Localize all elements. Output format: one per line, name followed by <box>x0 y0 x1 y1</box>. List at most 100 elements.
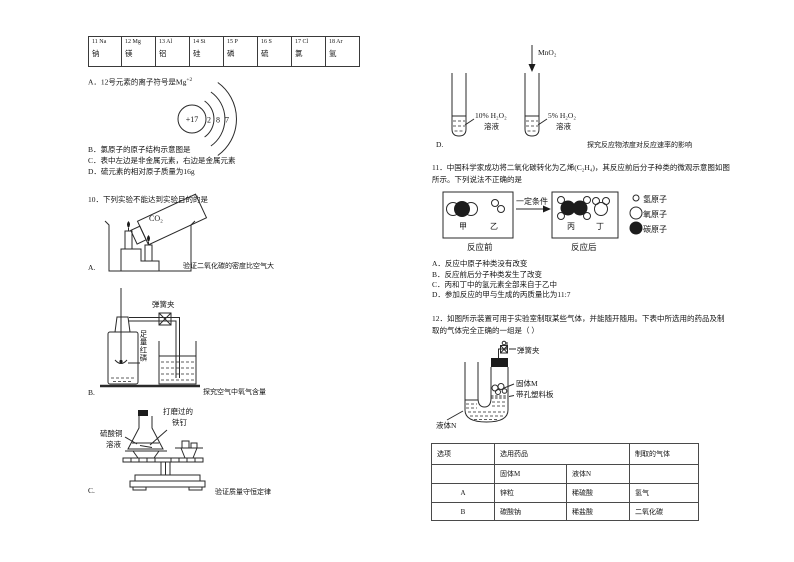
condition-arrow-icon <box>516 205 551 213</box>
q9-option-a-text: A．12号元素的离子符号是Mg <box>88 77 187 87</box>
condition-label: 一定条件 <box>516 197 548 206</box>
q11-option-c: C．丙和丁中的氢元素全部来自于乙中 <box>432 280 558 289</box>
tube2-label-line2: 溶液 <box>556 122 571 131</box>
electron-shell-arc <box>217 82 237 156</box>
mno2-arrow-icon <box>528 45 536 72</box>
q11-stem: 11．中国科学家成功将二氧化碳转化为乙烯(C₂H₄)，其反应前后分子种类的微观示… <box>432 163 730 184</box>
electron-shell-arc <box>204 100 215 138</box>
legend-oxygen-icon <box>629 206 643 220</box>
nail-pointer-line <box>149 429 168 446</box>
solution-pointer-line <box>124 436 138 445</box>
q9-option-d: D．硫元素的相对原子质量为16g <box>88 167 195 176</box>
element-cell: 11 Na 钠 <box>88 36 122 67</box>
table-header-row: 选项 选用药品 制取的气体 <box>431 443 699 465</box>
element-number: 11 Na <box>92 39 107 45</box>
collection-bottle <box>107 288 139 385</box>
molecule-diagram <box>442 191 643 239</box>
molecule-bing-label: 丙 <box>567 222 575 231</box>
legend-oxygen-label: 氧原子 <box>643 210 667 219</box>
q9-option-b: B．氯原子的原子结构示意图是 <box>88 145 191 154</box>
q10-option-b-caption: 探究空气中氧气含量 <box>203 388 266 396</box>
weight-icon <box>190 442 198 449</box>
row-solid: 碳酸钠 <box>494 502 567 521</box>
beaker <box>104 220 196 272</box>
gas-bottle <box>130 193 208 246</box>
mno2-label: MnO₂ <box>538 48 557 57</box>
q10-option-d-letter: D. <box>436 140 444 149</box>
element-number: 15 P <box>227 39 238 45</box>
legend-hydrogen-label: 氢原子 <box>643 195 667 204</box>
tube1-label-line2: 溶液 <box>484 122 499 131</box>
element-number: 12 Mg <box>125 39 141 45</box>
molecule-jia-co2 <box>446 201 478 217</box>
test-tube-1 <box>451 73 467 137</box>
element-name: 镁 <box>125 49 133 58</box>
row-option: B <box>431 502 495 521</box>
header-gas: 制取的气体 <box>629 443 699 465</box>
electron-shell-arc <box>210 91 226 147</box>
shell1-count: 2 <box>207 116 211 125</box>
atom-structure-diagram: +17 2 8 7 <box>177 82 237 156</box>
element-cell: 15 P 磷 <box>224 36 258 67</box>
red-phosphorus-label: 足量红磷 <box>139 330 148 362</box>
element-cell: 12 Mg 镁 <box>122 36 156 67</box>
rubber-stopper <box>491 358 508 367</box>
row-liquid: 稀盐酸 <box>566 502 630 521</box>
red-phosphorus-sample <box>119 359 123 364</box>
iron-nail-icon <box>139 445 153 448</box>
table-row: B 碳酸钠 稀盐酸 二氧化碳 <box>431 502 699 521</box>
copper-sulfate-label-line1: 硫酸铜 <box>100 429 123 438</box>
co2-pour-diagram <box>104 193 208 272</box>
q10-option-a-letter: A. <box>88 263 96 272</box>
empty-cell <box>629 464 699 484</box>
q11-option-a: A．反应中原子种类没有改变 <box>432 259 528 268</box>
delivery-tube <box>129 317 180 378</box>
before-reaction-box <box>442 191 514 239</box>
q10-stem: 10．下列实验不能达到实验目的的是 <box>88 195 208 204</box>
empty-cell <box>431 464 495 484</box>
water-beaker <box>158 341 197 385</box>
solid-m-pebbles <box>491 383 508 395</box>
tube2-pointer-line <box>537 118 548 126</box>
tube1-label-line1: 10% H₂O₂ <box>475 111 507 120</box>
mg-ion-superscript: +2 <box>186 77 193 83</box>
polished-nail-label-line2: 铁钉 <box>172 418 187 427</box>
concentration-diagram <box>451 45 548 137</box>
subheader-solid: 固体M <box>494 464 567 484</box>
header-reagents: 选用药品 <box>494 443 630 465</box>
reagent-table: 选项 选用药品 制取的气体 固体M 液体N A 锌粒 稀硫酸 氢气 B 碳酸钠 … <box>431 443 699 521</box>
combustion-spoon <box>114 359 128 364</box>
table-row: A 锌粒 稀硫酸 氢气 <box>431 483 699 503</box>
row-gas: 氢气 <box>629 483 699 503</box>
q10-option-b-letter: B. <box>88 388 95 397</box>
tube1-pointer-line <box>464 118 475 126</box>
molecule-yi-h2 <box>491 199 505 213</box>
element-name: 氯 <box>295 49 303 58</box>
u-tube <box>464 362 509 423</box>
legend-carbon-label: 碳原子 <box>643 225 667 234</box>
q12-solid-label: 固体M <box>516 379 538 388</box>
element-name: 钠 <box>92 49 100 58</box>
row-option: A <box>431 483 495 503</box>
nucleus-charge-label: +17 <box>186 115 199 124</box>
liquid-pointer-line <box>446 410 464 421</box>
q10-option-a-caption: 验证二氧化碳的密度比空气大 <box>183 262 274 270</box>
subheader-liquid: 液体N <box>566 464 630 484</box>
row-liquid: 稀硫酸 <box>566 483 630 503</box>
copper-sulfate-label-line2: 溶液 <box>106 440 121 449</box>
molecule-ding-h2o <box>592 197 610 216</box>
balance-scale <box>122 440 206 491</box>
pinch-clamp-icon <box>158 312 172 326</box>
q12-stem: 12．如图所示装置可用于实验室制取某些气体，并能随开随用。下表中所选用的药品及制… <box>432 314 725 335</box>
element-name: 磷 <box>227 49 235 58</box>
mass-conservation-diagram <box>122 410 206 491</box>
element-number: 14 Si <box>193 39 206 45</box>
element-name: 氩 <box>329 49 337 58</box>
pinch-clamp-icon <box>500 340 508 354</box>
